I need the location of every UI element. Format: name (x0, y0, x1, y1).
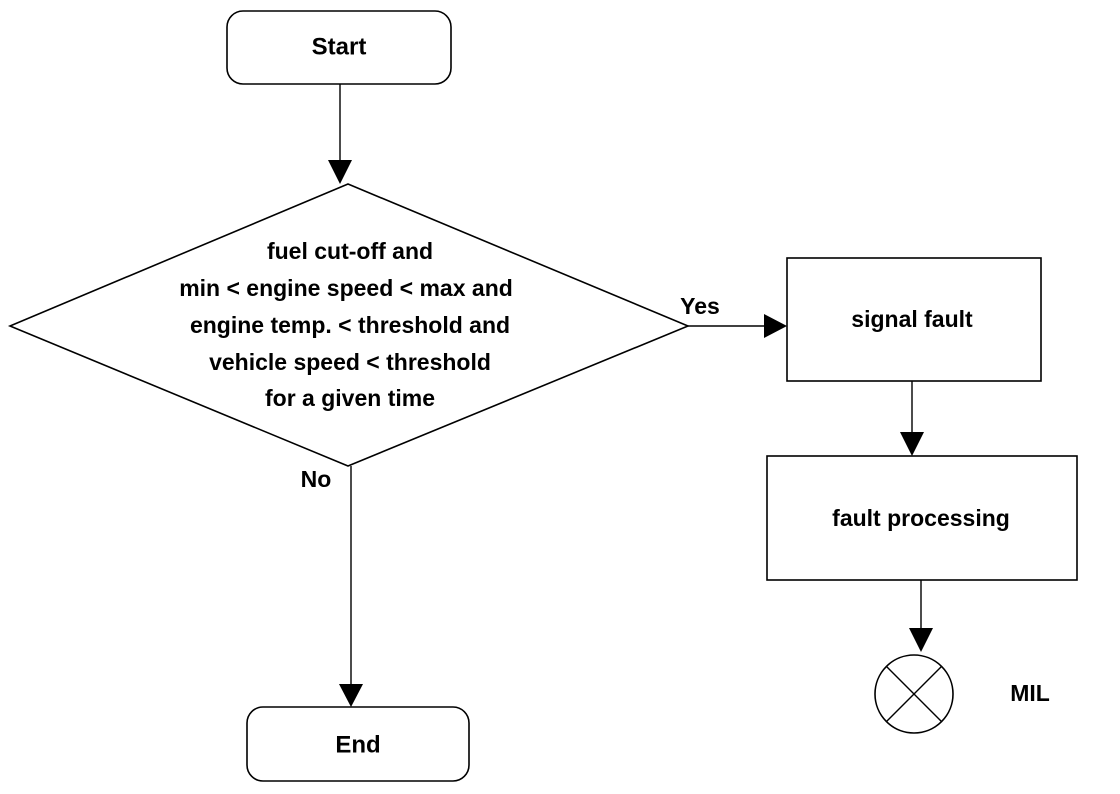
end-label: End (335, 731, 380, 758)
start-terminator (226, 10, 452, 85)
decision-line-3: engine temp. < threshold and (190, 312, 510, 338)
decision-line-1: fuel cut-off and (267, 238, 433, 264)
fault-processing-box (766, 455, 1078, 581)
fault-processing-label: fault processing (832, 505, 1010, 531)
start-label: Start (312, 33, 367, 60)
end-terminator (246, 706, 470, 782)
signal-fault-box (786, 257, 1042, 382)
crossed-circle-lamp-icon (874, 654, 954, 734)
arrowhead-mil (909, 628, 933, 652)
decision-diamond (7, 183, 691, 467)
mil-label: MIL (1010, 680, 1050, 706)
arrowhead-fault-processing (900, 432, 924, 456)
yes-label: Yes (680, 293, 720, 319)
arrowhead-yes (764, 314, 787, 338)
decision-line-2: min < engine speed < max and (179, 275, 513, 301)
arrowhead-start-decision (328, 160, 352, 184)
signal-fault-label: signal fault (851, 306, 973, 332)
decision-line-5: for a given time (265, 385, 435, 411)
arrowhead-no (339, 684, 363, 707)
decision-line-4: vehicle speed < threshold (209, 349, 491, 375)
no-label: No (301, 466, 332, 492)
